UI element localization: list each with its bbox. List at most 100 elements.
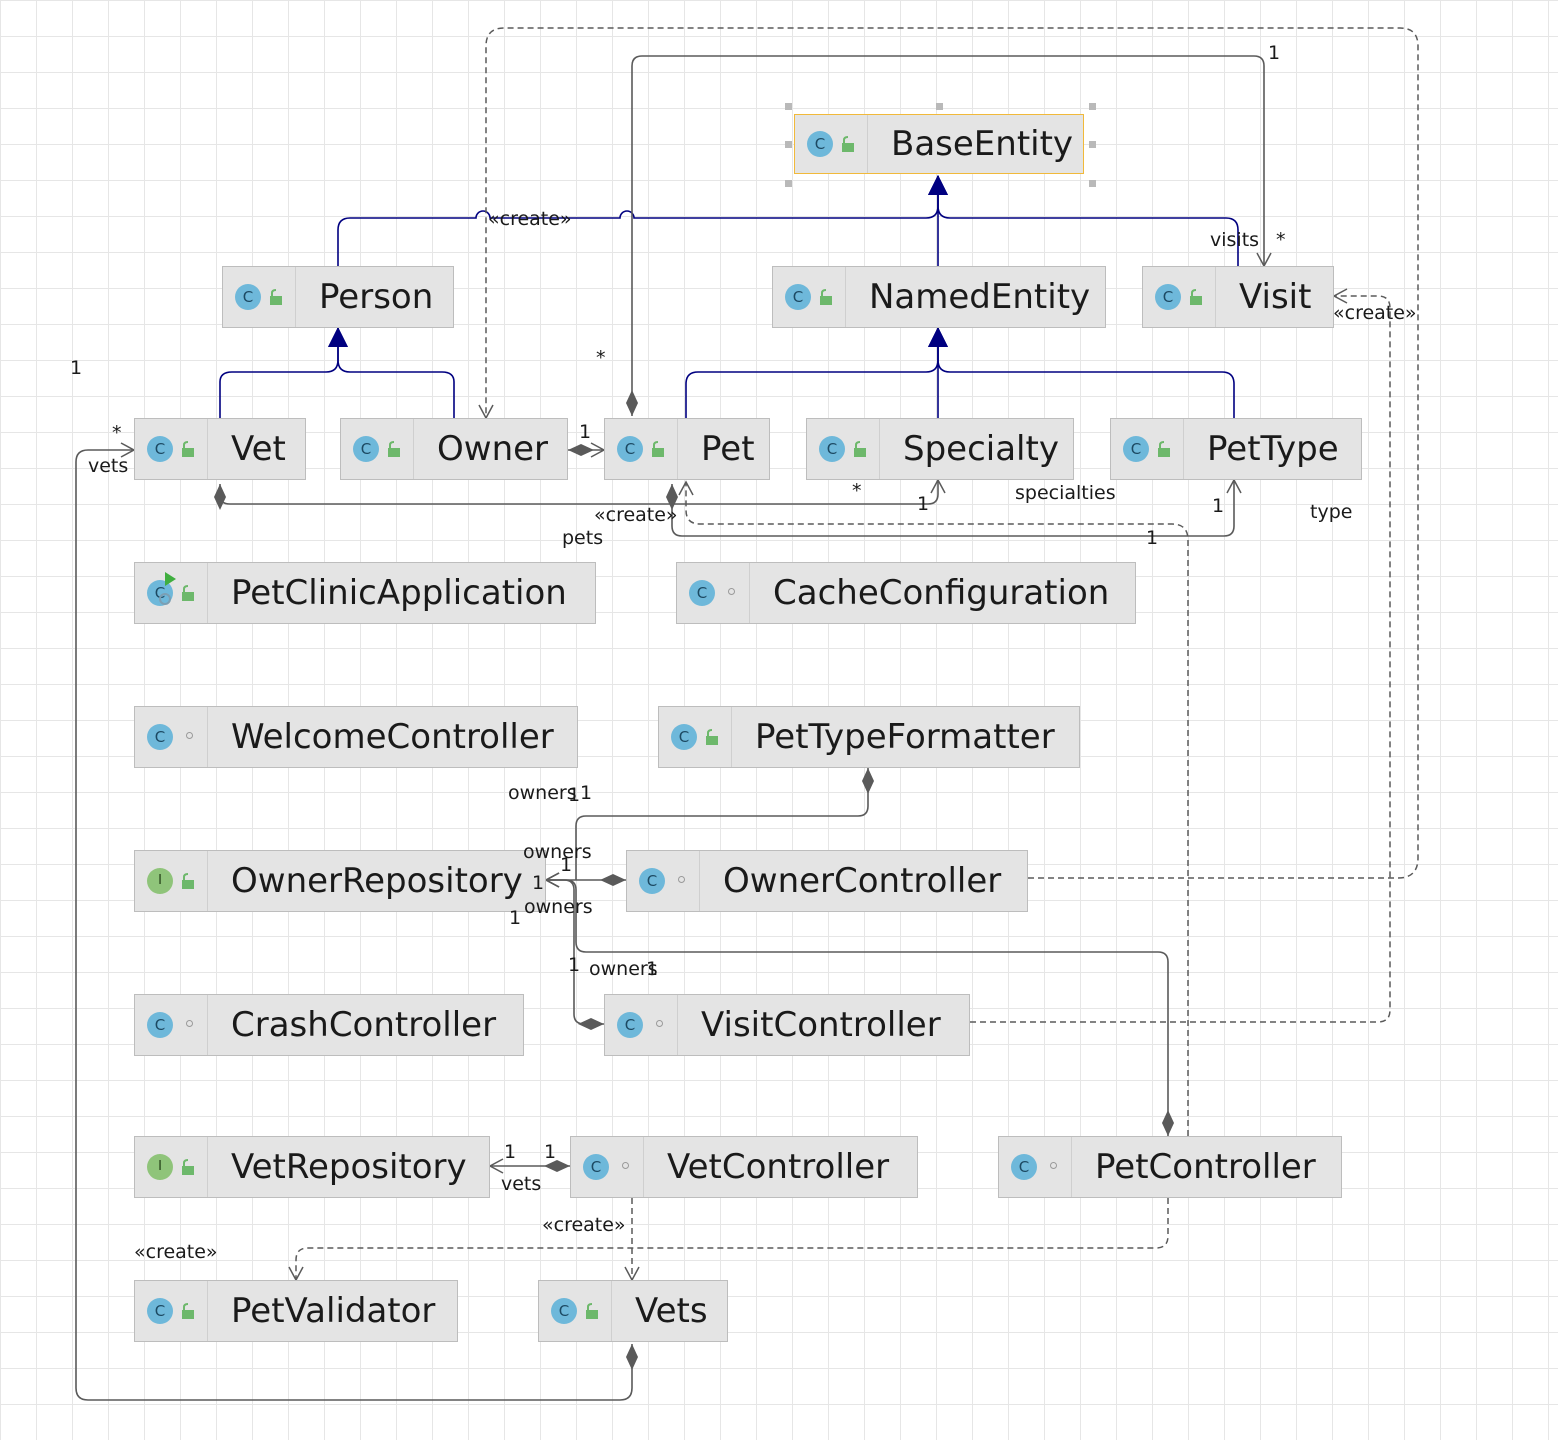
public-visibility-icon [388,441,400,457]
edge-label-multiplicity: * [1276,229,1286,251]
edge-label-multiplicity: 1 [568,784,581,806]
class-petvalidator[interactable]: C PetValidator [134,1280,458,1342]
run-icon [165,572,176,586]
public-visibility-icon [182,441,194,457]
class-icon: C [147,1298,173,1324]
edge-label-create: «create» [488,208,572,230]
class-vets[interactable]: C Vets [538,1280,728,1342]
edge-label-multiplicity: 1 [1212,495,1225,517]
class-vet[interactable]: C Vet [134,418,306,480]
class-pet[interactable]: C Pet [604,418,770,480]
package-visibility-icon [678,876,685,883]
edge-label-create: «create» [594,504,678,526]
class-cacheconfiguration[interactable]: C CacheConfiguration [676,562,1136,624]
public-visibility-icon [652,441,664,457]
class-person[interactable]: C Person [222,266,454,328]
class-name: BaseEntity [891,124,1074,164]
public-visibility-icon [586,1303,598,1319]
class-icon: C [147,724,173,750]
class-icon: C [235,284,261,310]
edge-visit-to-baseentity [928,175,1239,266]
edge-label-multiplicity: * [112,422,122,444]
class-icon: C [147,1012,173,1038]
edge-label-role: owners [508,782,577,804]
edge-label-role: owners [524,896,593,918]
class-visit[interactable]: C Visit [1142,266,1334,328]
class-name: Vet [231,429,286,469]
edge-pet-type [666,478,1242,537]
package-visibility-icon [656,1020,663,1027]
edge-label-multiplicity: 1 [70,357,83,379]
selection-handle[interactable] [785,141,792,148]
package-visibility-icon [622,1162,629,1169]
edge-label-role: specialties [1015,482,1116,504]
class-pettype[interactable]: C PetType [1110,418,1362,480]
edge-petcontroller-create-petvalidator [288,1198,1169,1282]
class-name: PetType [1207,429,1339,469]
class-name: OwnerController [723,861,1002,901]
class-pettypeformatter[interactable]: C PetTypeFormatter [658,706,1080,768]
edge-label-create: «create» [1333,302,1417,324]
class-name: Visit [1239,277,1312,317]
class-baseentity[interactable]: C BaseEntity [794,114,1084,174]
interface-icon: I [147,1154,173,1180]
class-name: PetTypeFormatter [755,717,1055,757]
edge-pet-visits [626,55,1272,416]
selection-handle[interactable] [785,180,792,187]
edge-vet-to-person [219,327,348,418]
class-vetcontroller[interactable]: C VetController [570,1136,918,1198]
class-icon: C [1123,436,1149,462]
edge-label-multiplicity: 1 [579,421,592,443]
class-visitcontroller[interactable]: C VisitController [604,994,970,1056]
edge-vet-specialties [214,478,946,510]
package-visibility-icon [728,588,735,595]
interface-ownerrepository[interactable]: I OwnerRepository [134,850,546,912]
selection-handle[interactable] [1089,141,1096,148]
public-visibility-icon [182,873,194,889]
edge-label-multiplicity: * [596,347,606,369]
class-name: PetValidator [231,1291,436,1331]
class-name: CrashController [231,1005,497,1045]
edge-petcontroller-create-pet [678,480,1189,1136]
class-petcontroller[interactable]: C PetController [998,1136,1342,1198]
class-name: Owner [437,429,549,469]
edge-label-multiplicity: 1 [1146,527,1159,549]
edge-ownercontroller-create-owner [478,27,1419,879]
class-specialty[interactable]: C Specialty [806,418,1074,480]
selection-handle[interactable] [785,103,792,110]
class-name: Specialty [903,429,1059,469]
class-name: CacheConfiguration [773,573,1110,613]
class-crashcontroller[interactable]: C CrashController [134,994,524,1056]
class-welcomecontroller[interactable]: C WelcomeController [134,706,578,768]
class-icon: C [583,1154,609,1180]
class-name: WelcomeController [231,717,554,757]
class-name: VisitController [701,1005,941,1045]
interface-vetrepository[interactable]: I VetRepository [134,1136,490,1198]
edge-person-to-baseentity [337,175,948,266]
class-name: NamedEntity [869,277,1091,317]
edge-label-role: owners [523,841,592,863]
selection-handle[interactable] [1089,180,1096,187]
selection-handle[interactable] [1089,103,1096,110]
class-icon: C [617,436,643,462]
public-visibility-icon [182,585,194,601]
selection-handle[interactable] [936,103,943,110]
class-icon: C [671,724,697,750]
edge-label-multiplicity: 1 [580,782,593,804]
class-name: PetController [1095,1147,1316,1187]
class-ownercontroller[interactable]: C OwnerController [626,850,1028,912]
class-icon: C [551,1298,577,1324]
class-petclinicapplication[interactable]: C PetClinicApplication [134,562,596,624]
class-namedentity[interactable]: C NamedEntity [772,266,1106,328]
class-name: Pet [701,429,755,469]
class-owner[interactable]: C Owner [340,418,568,480]
public-visibility-icon [854,441,866,457]
edge-label-multiplicity: 1 [646,958,659,980]
edge-label-multiplicity: 1 [544,1141,557,1163]
public-visibility-icon [706,729,718,745]
edge-label-multiplicity: 1 [504,1141,517,1163]
edge-label-role: pets [562,527,604,549]
public-visibility-icon [1158,441,1170,457]
edge-label-multiplicity: * [852,480,862,502]
class-icon: C [689,580,715,606]
